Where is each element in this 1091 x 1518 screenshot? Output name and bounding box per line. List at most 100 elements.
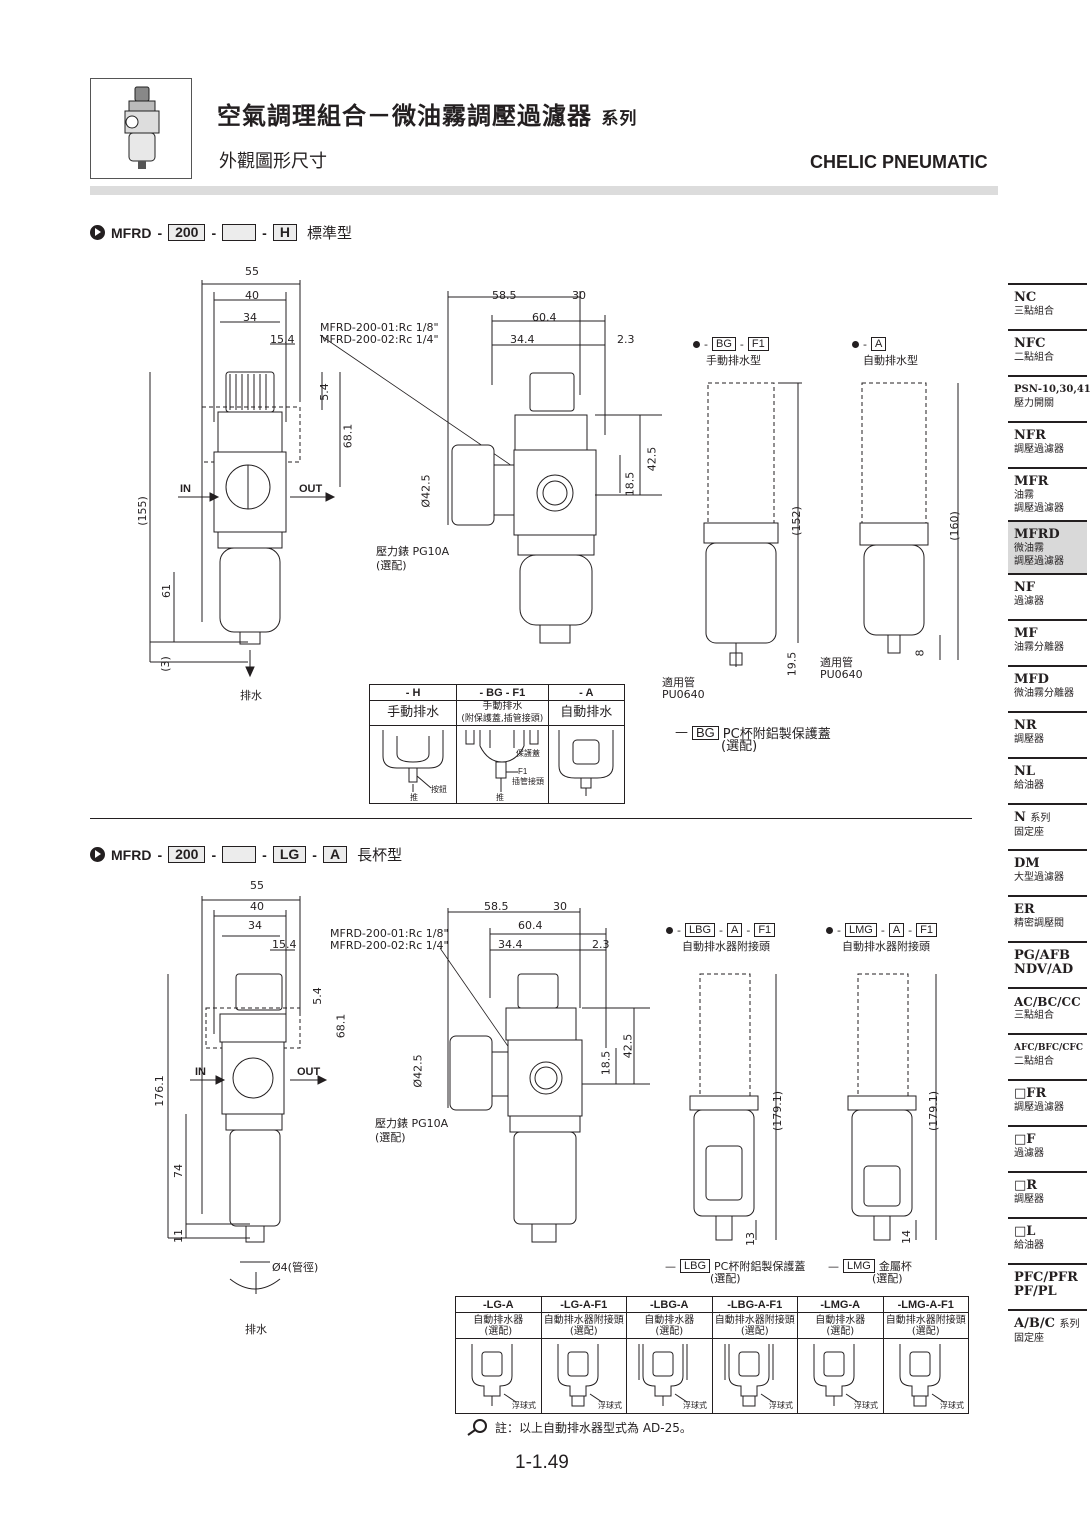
sidebar-name: 調壓器 xyxy=(1014,1194,1044,1205)
table-cell: 手動排水 xyxy=(368,700,458,726)
dim-18-5: 18.5 xyxy=(599,1050,613,1076)
dim-3: (3) xyxy=(158,656,172,672)
port-spec-2: MFRD-200-02:Rc 1/4" xyxy=(330,939,449,952)
option-lmg-a-f1: - LMG- A- F1 xyxy=(826,923,937,937)
sidebar-name: 固定座 xyxy=(1014,827,1044,838)
separator: - xyxy=(211,224,217,241)
separator: - xyxy=(312,846,317,863)
dim-74: 74 xyxy=(172,1164,185,1178)
bullet-dot-icon xyxy=(852,340,859,348)
bg-note-option: (選配) xyxy=(721,739,758,754)
dim-68-1: 68.1 xyxy=(334,1013,348,1039)
cell-text: 自動排水器附接頭 xyxy=(885,1314,966,1326)
sidebar-code: NFR xyxy=(1014,428,1046,443)
type-name: 標準型 xyxy=(306,225,352,242)
dim-30: 30 xyxy=(553,900,567,913)
f1-label: F1 xyxy=(518,767,528,776)
regulator-thumbnail-icon xyxy=(124,86,160,169)
sidebar-code: MF xyxy=(1014,626,1038,641)
table-header: -LMG-A xyxy=(797,1296,884,1313)
dim-2-3: 2.3 xyxy=(592,938,610,951)
table-cell: 自動排水器附接頭(選配) xyxy=(540,1312,627,1339)
option-lbg-a-f1: - LBG- A- F1 xyxy=(666,923,776,937)
tube-label: 適用管 xyxy=(662,676,695,689)
bullet-dot-icon xyxy=(693,340,700,348)
dim-55: 55 xyxy=(250,879,264,892)
dim-11: 11 xyxy=(172,1229,185,1243)
dim-176-1: 176.1 xyxy=(152,1075,166,1107)
cell-text: 自動排水器附接頭 xyxy=(714,1314,795,1326)
option-code: LBG xyxy=(684,923,715,937)
bg-note-code: BG xyxy=(692,725,719,740)
port-in-label: IN xyxy=(195,1066,206,1078)
table-image-cell: 浮球式 xyxy=(797,1338,884,1414)
tube-code: PU0640 xyxy=(662,688,705,701)
dim-30: 30 xyxy=(572,289,586,302)
sidebar-code: NF xyxy=(1014,580,1036,595)
guard-label: 保護蓋 xyxy=(516,748,540,758)
type-name: 長杯型 xyxy=(357,847,403,864)
dim-68-1: 68.1 xyxy=(341,423,355,449)
option-a: - A xyxy=(852,337,887,351)
model-prefix: MFRD xyxy=(111,846,152,863)
separator: - xyxy=(262,224,267,241)
option-code: F1 xyxy=(747,337,769,351)
port-spec-1: MFRD-200-01:Rc 1/8" xyxy=(320,321,439,334)
page-title: 空氣調理組合－微油霧調壓過濾器 系列 xyxy=(217,96,637,131)
gauge-option: (選配) xyxy=(376,559,407,572)
sidebar-code: ER xyxy=(1014,902,1035,917)
sidebar-name: 過濾器 xyxy=(1014,1148,1044,1159)
auto-drain-icon xyxy=(558,730,614,796)
table-image-cell: 按鈕 推 xyxy=(368,725,458,804)
guard-drain-icon: 保護蓋 F1 插管接頭 推 xyxy=(465,730,544,802)
gauge-option: (選配) xyxy=(375,1131,406,1144)
sidebar-item-abc-series[interactable]: A/B/C 系列固定座 xyxy=(1008,1309,1087,1355)
dim-19-5: 19.5 xyxy=(785,651,799,677)
lbg-note-text: PC杯附鋁製保護蓋 xyxy=(714,1260,806,1273)
sidebar-code: MFD xyxy=(1014,672,1049,687)
table-cell: 自動排水器附接頭(選配) xyxy=(882,1312,969,1339)
dim-155: (155) xyxy=(135,496,149,526)
lbg-caption: 自動排水器附接頭 xyxy=(682,940,770,953)
header-bar xyxy=(90,186,998,195)
sidebar-name: 三點組合 xyxy=(1014,306,1054,317)
dim-42-5: 42.5 xyxy=(621,1033,635,1059)
option-code: F1 xyxy=(754,923,776,937)
sidebar-code: NDV/AD xyxy=(1014,962,1074,977)
lbg-note-code: LBG xyxy=(680,1259,711,1273)
float-type-label: 浮球式 xyxy=(769,1400,793,1410)
sidebar-name: 調壓過濾器 xyxy=(1014,503,1064,514)
float-drain-guard-fitting-icon: 浮球式 xyxy=(724,1343,793,1410)
sidebar-item-n-series[interactable]: N 系列固定座 xyxy=(1008,803,1087,849)
float-type-label: 浮球式 xyxy=(683,1400,707,1410)
brand-name: CHELIC PNEUMATIC xyxy=(810,152,988,172)
footnote-text: 註：以上自動排水器型式為 AD-25。 xyxy=(495,1420,692,1435)
tube-code: PU0640 xyxy=(820,668,863,681)
page-subtitle: 外觀圖形尺寸 xyxy=(219,151,327,172)
sidebar-name: 壓力開關 xyxy=(1014,398,1054,409)
sidebar-name: 調壓過濾器 xyxy=(1014,1102,1064,1113)
sidebar-name: 給油器 xyxy=(1014,780,1044,791)
lmg-note-text: 金屬杯 xyxy=(878,1260,912,1273)
